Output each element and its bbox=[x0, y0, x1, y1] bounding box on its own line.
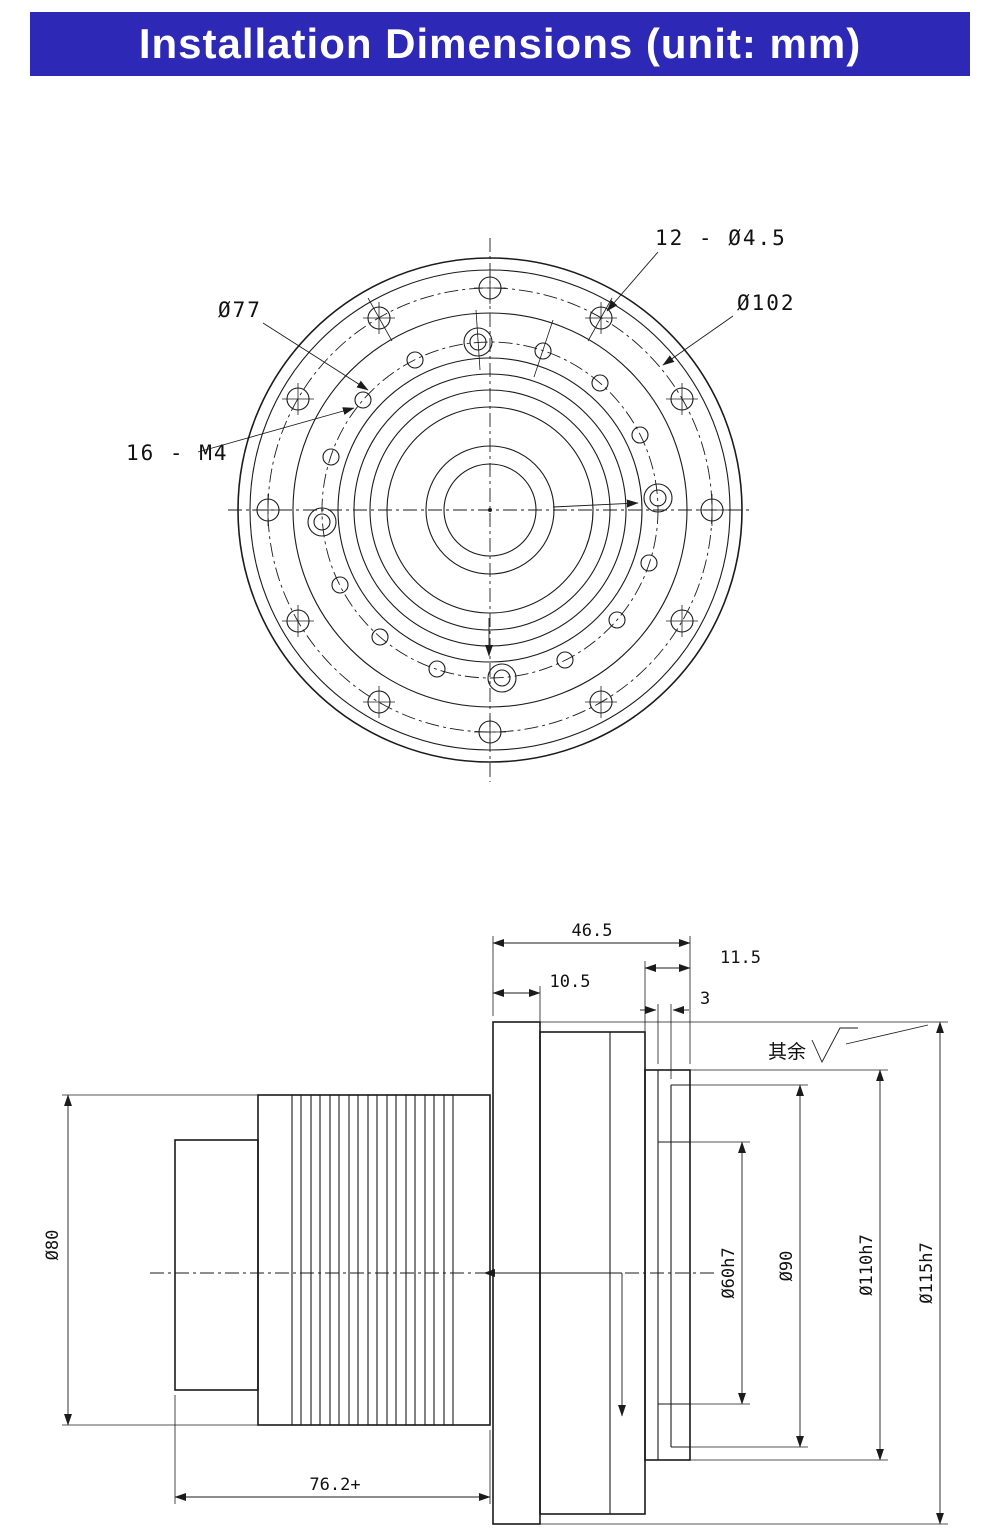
front-view-drawing: 12 - Ø4.5 Ø102 Ø77 16 - M4 bbox=[126, 226, 796, 782]
inner-tapped-holes bbox=[307, 327, 673, 693]
label-inner-bolt-circle: Ø77 bbox=[218, 298, 262, 322]
header-banner: Installation Dimensions (unit: mm) bbox=[30, 12, 970, 76]
page-title: Installation Dimensions (unit: mm) bbox=[138, 20, 862, 67]
label-inner-holes: 16 - M4 bbox=[126, 441, 229, 465]
label-outer-holes: 12 - Ø4.5 bbox=[655, 226, 787, 250]
dim-flange-thickness: 10.5 bbox=[550, 972, 591, 992]
dim-spigot-diameter: Ø110h7 bbox=[857, 1234, 877, 1295]
datum-arrow-right bbox=[552, 499, 639, 508]
dim-body-diameter: Ø80 bbox=[43, 1230, 63, 1261]
surface-note-text: 其余 bbox=[768, 1041, 806, 1063]
dim-depth-front: 11.5 bbox=[720, 948, 761, 968]
dim-depth-total: 46.5 bbox=[572, 921, 613, 941]
side-view-drawing: 46.5 11.5 10.5 3 Ø80 76.2+ Ø60h7 Ø90 bbox=[43, 921, 948, 1525]
dim-motor-length: 76.2+ bbox=[309, 1475, 360, 1495]
dim-flange-diameter: Ø115h7 bbox=[917, 1242, 937, 1303]
outer-bolt-holes bbox=[252, 272, 728, 748]
cooling-fins bbox=[291, 1094, 454, 1426]
surface-finish-note: 其余 bbox=[768, 1024, 929, 1064]
dim-recess-diameter: Ø90 bbox=[777, 1251, 797, 1282]
label-outer-bolt-circle: Ø102 bbox=[737, 291, 796, 315]
dim-bore-diameter: Ø60h7 bbox=[719, 1247, 739, 1298]
surface-finish-icon bbox=[811, 1027, 858, 1064]
dim-step: 3 bbox=[700, 989, 710, 1009]
